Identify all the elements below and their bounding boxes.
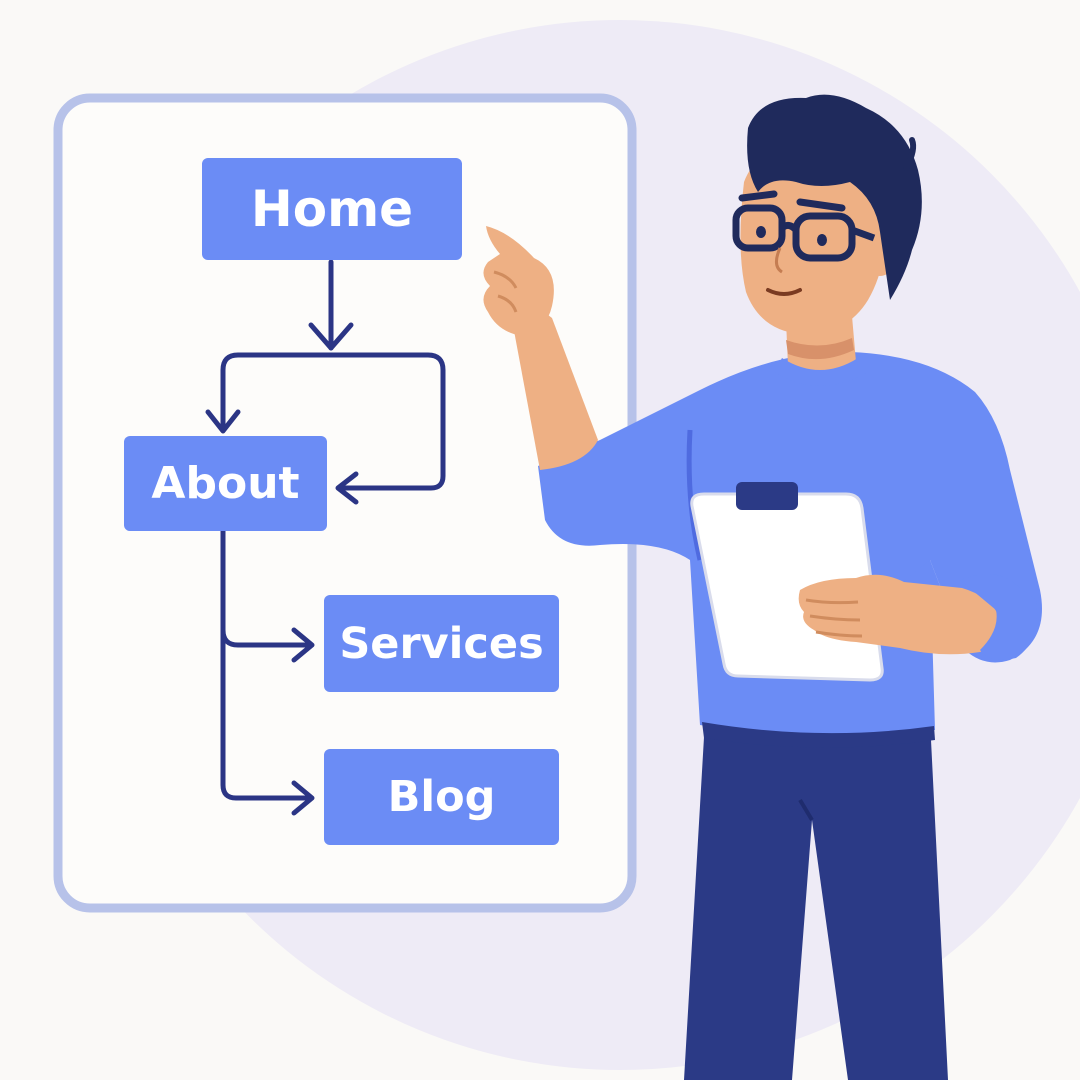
- sitemap-node-about: About: [124, 436, 327, 531]
- hair-tuft: [903, 137, 917, 171]
- hand-knuckles: [493, 270, 518, 313]
- node-label-home: Home: [250, 180, 414, 238]
- person-hair: [747, 94, 922, 301]
- person-pants: [684, 720, 948, 1080]
- sweater-cuff: [960, 574, 1038, 660]
- mouth: [766, 288, 802, 296]
- neck-shadow: [786, 338, 854, 360]
- arrowhead-home-down: [308, 322, 354, 351]
- sweater-collar: [774, 358, 868, 386]
- glasses-icon: [732, 204, 876, 262]
- connector-about-trunk: [220, 528, 313, 801]
- pointing-hand: [483, 226, 554, 336]
- node-label-about: About: [151, 458, 300, 509]
- connector-to-services: [220, 627, 313, 648]
- person-illustration: [483, 94, 1042, 1080]
- person-head: [740, 141, 886, 335]
- arrowhead-about-right: [335, 471, 359, 505]
- node-label-blog: Blog: [387, 772, 496, 822]
- node-label-services: Services: [339, 618, 544, 669]
- sitemap-node-services: Services: [324, 595, 559, 692]
- eyebrows: [738, 190, 846, 212]
- connector-split: [220, 352, 446, 491]
- arrowhead-about-top: [205, 409, 241, 434]
- arrowhead-services: [291, 627, 315, 663]
- hand-fingers: [805, 598, 863, 638]
- pants-fold: [798, 798, 814, 822]
- person-raised-arm: [512, 309, 598, 470]
- sitemap-node-blog: Blog: [324, 749, 559, 845]
- nose: [775, 247, 783, 274]
- flow-connectors: [205, 259, 446, 816]
- sitemap-node-home: Home: [202, 158, 462, 260]
- eye-left: [756, 226, 766, 238]
- sweater-shade: [686, 429, 703, 561]
- arrowhead-blog: [291, 780, 315, 816]
- eye-right: [817, 234, 827, 246]
- sweater-hem: [702, 722, 935, 748]
